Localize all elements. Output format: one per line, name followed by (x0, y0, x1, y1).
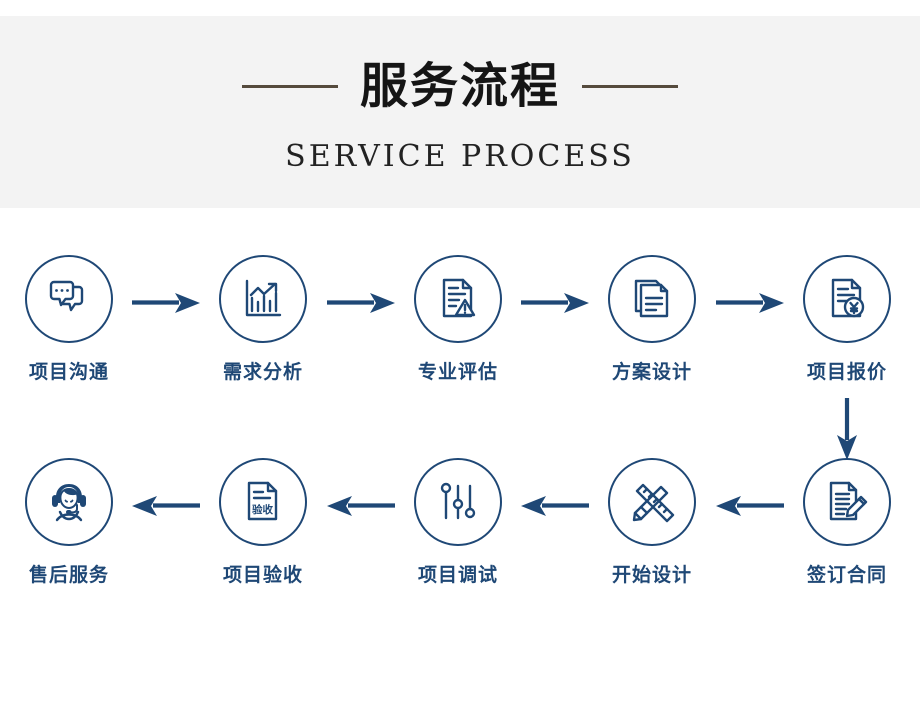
flow-node-requirements-analysis[interactable]: 需求分析 (193, 255, 333, 384)
node-label: 需求分析 (222, 361, 303, 383)
flow-arrow-right-1 (132, 292, 200, 314)
flow-node-solution-design[interactable]: 方案设计 (582, 255, 722, 384)
document-warning-icon (433, 274, 483, 324)
node-label: 项目报价 (806, 361, 887, 383)
title-row: 服务流程 (0, 62, 920, 110)
node-label: 开始设计 (611, 564, 692, 586)
headset-agent-icon (43, 476, 95, 528)
stacked-documents-icon (627, 274, 677, 324)
bar-chart-trend-icon (238, 274, 288, 324)
header-band: 服务流程 SERVICE PROCESS (0, 16, 920, 208)
node-label: 专业评估 (417, 361, 498, 383)
flow-node-project-quotation[interactable]: 项目报价 (777, 255, 917, 384)
node-circle (414, 458, 502, 546)
flow-arrow-right-3 (521, 292, 589, 314)
node-circle (25, 255, 113, 343)
flow-arrow-right-4 (716, 292, 784, 314)
flow-node-project-debugging[interactable]: 项目调试 (388, 458, 528, 587)
flow-arrow-right-2 (327, 292, 395, 314)
node-label: 项目调试 (417, 564, 498, 586)
node-circle (608, 458, 696, 546)
node-label: 项目沟通 (28, 361, 109, 383)
process-flow: 项目沟通 需求分析 (0, 208, 920, 727)
chat-bubbles-icon (44, 274, 94, 324)
flow-node-sign-contract[interactable]: 签订合同 (777, 458, 917, 587)
node-label: 方案设计 (611, 361, 692, 383)
acceptance-inner-text: 验收 (252, 503, 273, 516)
page-title: 服务流程 (359, 58, 560, 114)
flow-arrow-left-4 (132, 495, 200, 517)
node-label: 签订合同 (806, 564, 887, 586)
flow-node-project-communication[interactable]: 项目沟通 (0, 255, 139, 384)
pencil-ruler-icon (627, 477, 677, 527)
title-rule-right (582, 84, 678, 88)
flow-arrow-left-1 (716, 495, 784, 517)
flow-node-professional-assessment[interactable]: 专业评估 (388, 255, 528, 384)
flow-arrow-left-3 (327, 495, 395, 517)
flow-node-start-design[interactable]: 开始设计 (582, 458, 722, 587)
document-acceptance-icon: 验收 (238, 477, 288, 527)
flow-arrow-down-connector (836, 398, 858, 460)
node-circle (608, 255, 696, 343)
node-label: 售后服务 (28, 564, 109, 586)
node-circle: 验收 (219, 458, 307, 546)
node-circle (803, 458, 891, 546)
flow-arrow-left-2 (521, 495, 589, 517)
page-subtitle: SERVICE PROCESS (285, 139, 635, 174)
title-rule-left (241, 84, 338, 88)
node-label: 项目验收 (222, 564, 303, 586)
document-yuan-icon (822, 274, 872, 324)
node-circle (803, 255, 891, 343)
node-circle (25, 458, 113, 546)
sliders-icon (433, 477, 483, 527)
node-circle (414, 255, 502, 343)
flow-node-after-sales-service[interactable]: 售后服务 (0, 458, 139, 587)
contract-pen-icon (822, 477, 872, 527)
node-circle (219, 255, 307, 343)
flow-node-project-acceptance[interactable]: 验收 项目验收 (193, 458, 333, 587)
